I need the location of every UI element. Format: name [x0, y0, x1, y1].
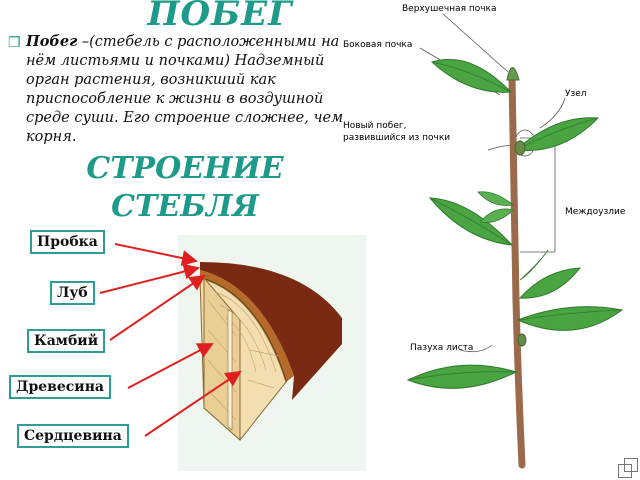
label-leaf-axil: Пазуха листа	[410, 343, 473, 353]
label-pith: Сердцевина	[17, 424, 129, 448]
main-stem	[508, 74, 526, 469]
apical-bud-pointer	[442, 13, 509, 73]
leaf-small-right	[518, 267, 582, 299]
label-node: Узел	[565, 89, 587, 99]
label-new-shoot-1: Новый побег,	[343, 121, 406, 131]
shoot-leaf-1	[477, 191, 514, 206]
shoot-leaf-2	[479, 208, 514, 223]
section-title-line2: СТЕБЛЯ	[111, 189, 259, 224]
label-phloem: Луб	[50, 281, 95, 305]
phloem-layer	[200, 270, 294, 382]
label-internode: Междоузлие	[565, 207, 626, 217]
node-pointer	[539, 97, 566, 129]
section-title: СТРОЕНИЕ СТЕБЛЯ	[70, 150, 300, 226]
label-lateral-bud: Боковая почка	[343, 40, 412, 50]
bullet-icon: ❒	[8, 35, 21, 51]
shoot-leaf-3	[519, 249, 549, 281]
arrow-cambium	[109, 274, 206, 341]
lateral-bud	[514, 140, 526, 156]
definition-paragraph: Побег –(стебель с расположенными на нём …	[26, 32, 344, 147]
arrow-pith	[144, 370, 242, 437]
pith	[227, 309, 233, 431]
label-wood: Древесина	[9, 375, 112, 399]
label-cambium: Камбий	[27, 329, 106, 353]
arrow-cork	[114, 243, 198, 266]
definition-dash: –	[77, 34, 90, 50]
apical-bud	[506, 67, 520, 81]
arrow-wood	[127, 343, 214, 389]
corner-square-icon-2	[624, 458, 638, 472]
definition-text: (стебель с расположенными на нём листьям…	[26, 34, 344, 145]
definition-term: Побег	[26, 33, 78, 50]
label-apical-bud: Верхушечная почка	[402, 4, 497, 14]
slide-title: ПОБЕГ	[147, 0, 293, 34]
section-title-line1: СТРОЕНИЕ	[86, 151, 284, 186]
label-cork: Пробка	[30, 230, 105, 254]
plant-shoot-illustration: Верхушечная почка Боковая почка Узел Нов…	[343, 4, 626, 469]
label-new-shoot-2: развившийся из почки	[343, 133, 450, 143]
arrow-phloem	[99, 263, 200, 294]
stem-cross-section	[178, 235, 366, 471]
axillary-bud	[517, 333, 527, 347]
leaf-axil-pointer	[459, 344, 493, 353]
cork-layer	[200, 262, 342, 400]
